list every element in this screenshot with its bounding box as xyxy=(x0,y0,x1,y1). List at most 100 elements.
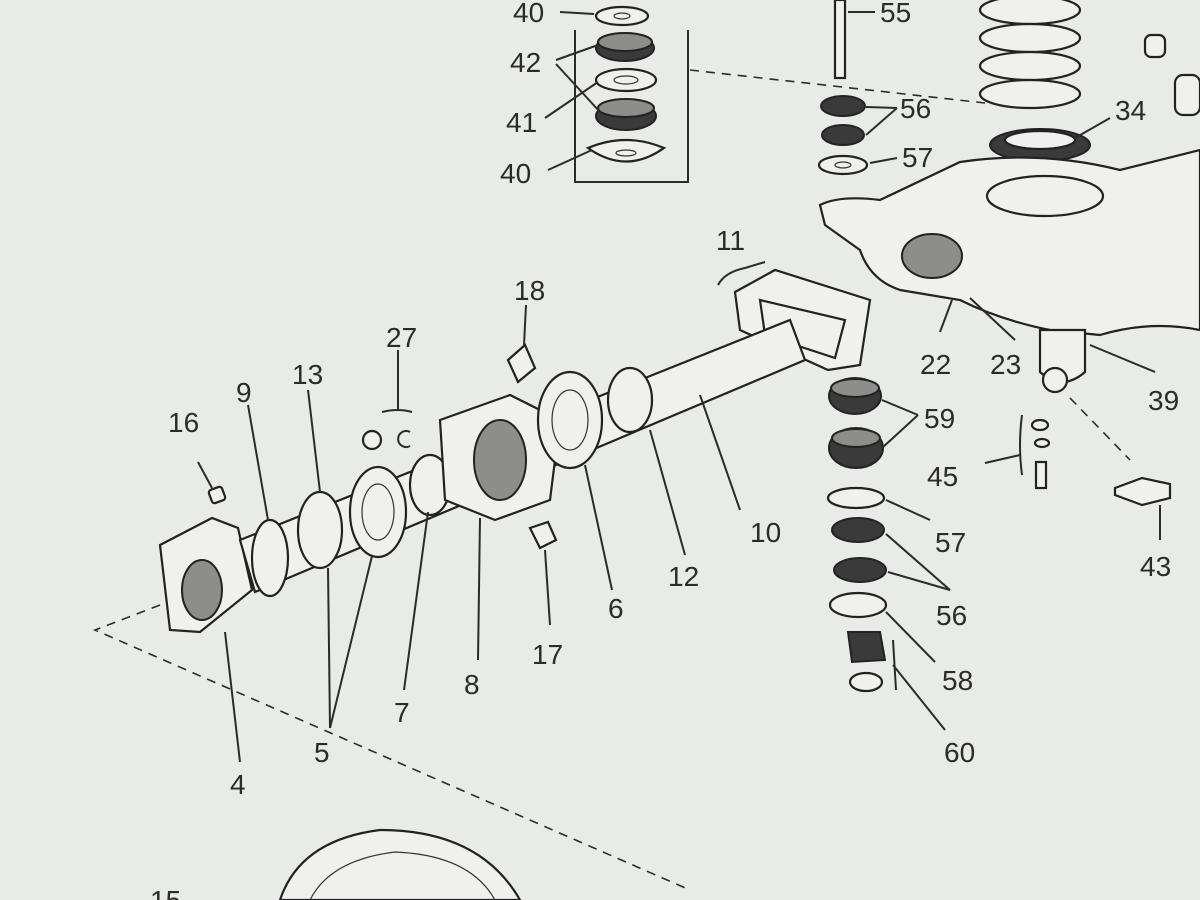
leader-42b xyxy=(555,63,601,113)
washer-41 xyxy=(594,67,658,93)
wishbone-arm xyxy=(818,148,1200,337)
callout-6: 6 xyxy=(608,593,624,624)
brake-drum-leader-dashed xyxy=(92,604,691,891)
screw-16 xyxy=(207,485,227,505)
arm-bore xyxy=(901,233,963,279)
plate-11-group xyxy=(717,261,872,372)
spring-coil-2 xyxy=(978,22,1082,54)
callout-34: 34 xyxy=(1115,95,1146,126)
leader-7 xyxy=(403,511,429,691)
spring-coil-1 xyxy=(978,0,1082,26)
callout-41: 41 xyxy=(506,107,537,138)
leader-13 xyxy=(307,389,321,493)
bearing-5 xyxy=(348,465,408,559)
callout-5: 5 xyxy=(314,737,330,768)
callout-labels: 40 42 41 40 55 56 57 34 11 18 27 16 9 13… xyxy=(150,0,1179,900)
leader-59a xyxy=(881,399,919,416)
leader-40b xyxy=(547,149,593,171)
callout-7: 7 xyxy=(394,697,410,728)
small-bush-right-a xyxy=(1143,33,1167,59)
coil-spring-group xyxy=(978,0,1200,162)
leader-5a xyxy=(327,567,331,729)
brake-shoe xyxy=(309,851,496,900)
washer-57-top-hole xyxy=(834,161,852,169)
callout-45: 45 xyxy=(927,461,958,492)
seal-9 xyxy=(250,518,290,598)
washer-40-top-hole xyxy=(613,12,631,20)
leader-56b-1 xyxy=(885,533,951,591)
washer-56-bottom-b xyxy=(833,557,887,583)
callout-57a: 57 xyxy=(902,142,933,173)
leader-39 xyxy=(1089,344,1156,373)
plate-11-opening xyxy=(758,298,847,360)
spring-coil-4 xyxy=(978,78,1082,110)
right-stack-group xyxy=(826,377,951,731)
leader-60 xyxy=(892,639,946,731)
callout-9: 9 xyxy=(236,377,252,408)
leader-42a xyxy=(555,44,599,61)
washer-56-bottom-a xyxy=(831,517,885,543)
bush-59-bottom-face xyxy=(831,428,881,448)
leader-12 xyxy=(649,429,686,556)
leader-43-dashed xyxy=(1069,397,1131,461)
spacer-13 xyxy=(296,490,344,570)
bearing-6 xyxy=(536,370,604,470)
callout-8: 8 xyxy=(464,669,480,700)
leader-45 xyxy=(984,414,1023,476)
leader-27 xyxy=(381,350,413,413)
leader-41 xyxy=(544,81,599,119)
leader-10 xyxy=(699,394,741,511)
nut-27 xyxy=(361,429,383,451)
leader-57a xyxy=(869,157,898,164)
callout-11: 11 xyxy=(716,225,745,256)
stack-bracket xyxy=(574,30,689,183)
washer-45-a xyxy=(1030,418,1050,432)
leader-9 xyxy=(247,404,269,521)
leader-22 xyxy=(939,299,953,333)
washer-40-top xyxy=(594,5,650,27)
leader-16 xyxy=(197,461,213,489)
callout-15: 15 xyxy=(150,885,181,900)
leader-56b-2 xyxy=(887,571,951,591)
parts-45-43-group xyxy=(984,414,1172,540)
washer-56-top-b xyxy=(821,124,865,146)
callout-55: 55 xyxy=(880,0,911,28)
callout-4: 4 xyxy=(230,769,246,800)
leader-23 xyxy=(969,297,1016,341)
rubber-42-top-face xyxy=(597,32,653,52)
hub-8-bore xyxy=(473,419,527,501)
housing-plate-4-bore xyxy=(181,559,223,621)
spacer-12 xyxy=(606,366,654,434)
callout-16: 16 xyxy=(168,407,199,438)
callout-58: 58 xyxy=(942,665,973,696)
callout-57b: 57 xyxy=(935,527,966,558)
washer-41-hole xyxy=(613,75,639,85)
bolt-45 xyxy=(1034,460,1048,490)
rod-55-group xyxy=(833,0,875,80)
leader-34 xyxy=(1074,117,1111,139)
leader-56a-1 xyxy=(865,106,898,109)
clip-27 xyxy=(397,430,411,448)
spring-coil-3 xyxy=(978,50,1082,82)
leader-57b xyxy=(885,499,931,521)
nut-60-bottom xyxy=(848,671,884,693)
callout-18: 18 xyxy=(514,275,545,306)
callout-43: 43 xyxy=(1140,551,1171,582)
leader-18 xyxy=(523,304,527,346)
callout-27: 27 xyxy=(386,322,417,353)
bush-59-top-face xyxy=(830,378,880,398)
bush-43 xyxy=(1113,476,1172,507)
callout-59: 59 xyxy=(924,403,955,434)
callout-40b: 40 xyxy=(500,158,531,189)
callout-56b: 56 xyxy=(936,600,967,631)
rod-55 xyxy=(833,0,847,80)
callout-13: 13 xyxy=(292,359,323,390)
callout-56a: 56 xyxy=(900,93,931,124)
cup-washer-40-hole xyxy=(615,149,637,157)
shock-absorber-39-eye xyxy=(1041,366,1069,394)
bearing-6-race xyxy=(551,389,589,451)
leader-17 xyxy=(544,549,551,626)
nut-60-top xyxy=(846,631,887,664)
